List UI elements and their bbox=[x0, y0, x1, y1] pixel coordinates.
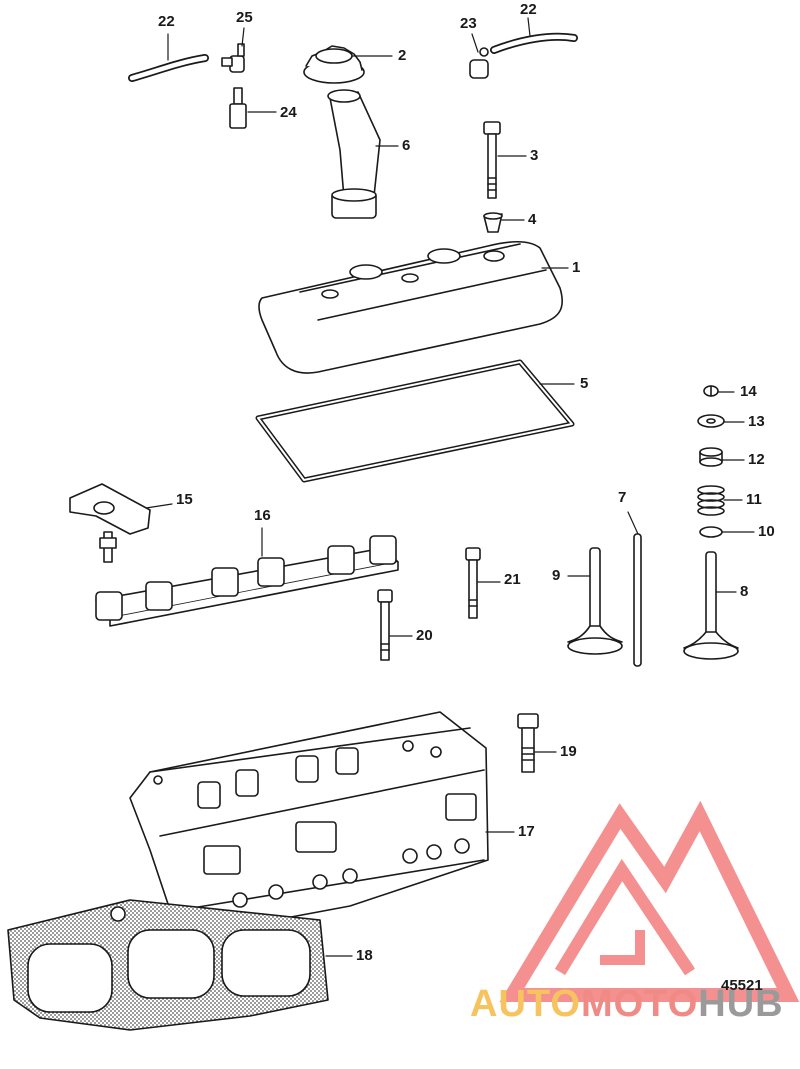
callout-3-bolt: 3 bbox=[530, 147, 539, 164]
callout-6-filler-tube: 6 bbox=[402, 137, 411, 154]
exhaust-valve-icon bbox=[683, 551, 739, 660]
callout-8-exhaust-valve: 8 bbox=[740, 583, 749, 600]
spring-retainer-icon bbox=[699, 447, 723, 467]
rocker-guide-icon bbox=[95, 535, 399, 627]
valve-seal-icon bbox=[699, 526, 723, 538]
pushrod-icon bbox=[633, 533, 642, 667]
callout-11-spring: 11 bbox=[746, 491, 762, 508]
callout-1-valve-cover: 1 bbox=[572, 259, 581, 276]
watermark-part-hub: HUB bbox=[698, 983, 784, 1025]
callout-5-gasket: 5 bbox=[580, 375, 589, 392]
leader-lines bbox=[145, 17, 755, 957]
oil-fill-cap-icon bbox=[303, 45, 365, 84]
valve-spring-icon bbox=[697, 485, 725, 516]
callout-22-hose-left: 22 bbox=[158, 13, 175, 30]
drawing-number: 45521 bbox=[721, 977, 763, 994]
watermark-part-auto: AUTO bbox=[470, 983, 581, 1025]
watermark-part-moto: MOTO bbox=[580, 983, 699, 1025]
callout-24-connector: 24 bbox=[280, 104, 297, 121]
callout-21-bolt: 21 bbox=[504, 571, 521, 588]
valve-keeper-icon bbox=[703, 385, 719, 397]
rocker-bolt-icon bbox=[465, 547, 481, 619]
callout-20-bolt: 20 bbox=[416, 627, 433, 644]
head-gasket-icon bbox=[7, 899, 329, 1031]
filler-tube-icon bbox=[327, 89, 381, 219]
rocker-arm-icon bbox=[69, 483, 151, 563]
cover-bolt-icon bbox=[483, 121, 501, 199]
connector-icon bbox=[229, 87, 247, 129]
callout-18-head-gasket: 18 bbox=[356, 947, 373, 964]
elbow-fitting-icon bbox=[221, 43, 245, 73]
grommet-icon bbox=[483, 212, 503, 233]
head-bolt-icon bbox=[517, 713, 539, 773]
callout-2-oil-cap: 2 bbox=[398, 47, 407, 64]
cover-gasket-icon bbox=[255, 359, 575, 483]
callout-25-fitting: 25 bbox=[236, 9, 253, 26]
rocker-stud-bolt-icon bbox=[377, 589, 393, 661]
intake-valve-icon bbox=[567, 547, 623, 655]
callout-9-intake-valve: 9 bbox=[552, 567, 561, 584]
callout-7-pushrod: 7 bbox=[618, 489, 627, 506]
callout-23-elbow: 23 bbox=[460, 15, 477, 32]
hose-elbow-icon bbox=[469, 47, 489, 79]
valve-cap-icon bbox=[697, 414, 725, 428]
callout-12-retainer: 12 bbox=[748, 451, 765, 468]
callout-13-cap: 13 bbox=[748, 413, 765, 430]
callout-19-head-bolt: 19 bbox=[560, 743, 577, 760]
callout-17-cylinder-head: 17 bbox=[518, 823, 535, 840]
cylinder-head-icon bbox=[129, 711, 489, 935]
callout-16-rocker-guide: 16 bbox=[254, 507, 271, 524]
hose-left-icon bbox=[128, 54, 209, 82]
hose-right-icon bbox=[490, 32, 578, 54]
watermark-text: AUTOMOTOHUB bbox=[470, 983, 784, 1026]
watermark-logo-icon bbox=[499, 800, 800, 1002]
callout-10-seal: 10 bbox=[758, 523, 775, 540]
callout-22-hose-right: 22 bbox=[520, 1, 537, 18]
callout-4-grommet: 4 bbox=[528, 211, 537, 228]
callout-14-keeper: 14 bbox=[740, 383, 757, 400]
callout-15-rocker-arm: 15 bbox=[176, 491, 193, 508]
valve-cover-icon bbox=[258, 240, 564, 374]
